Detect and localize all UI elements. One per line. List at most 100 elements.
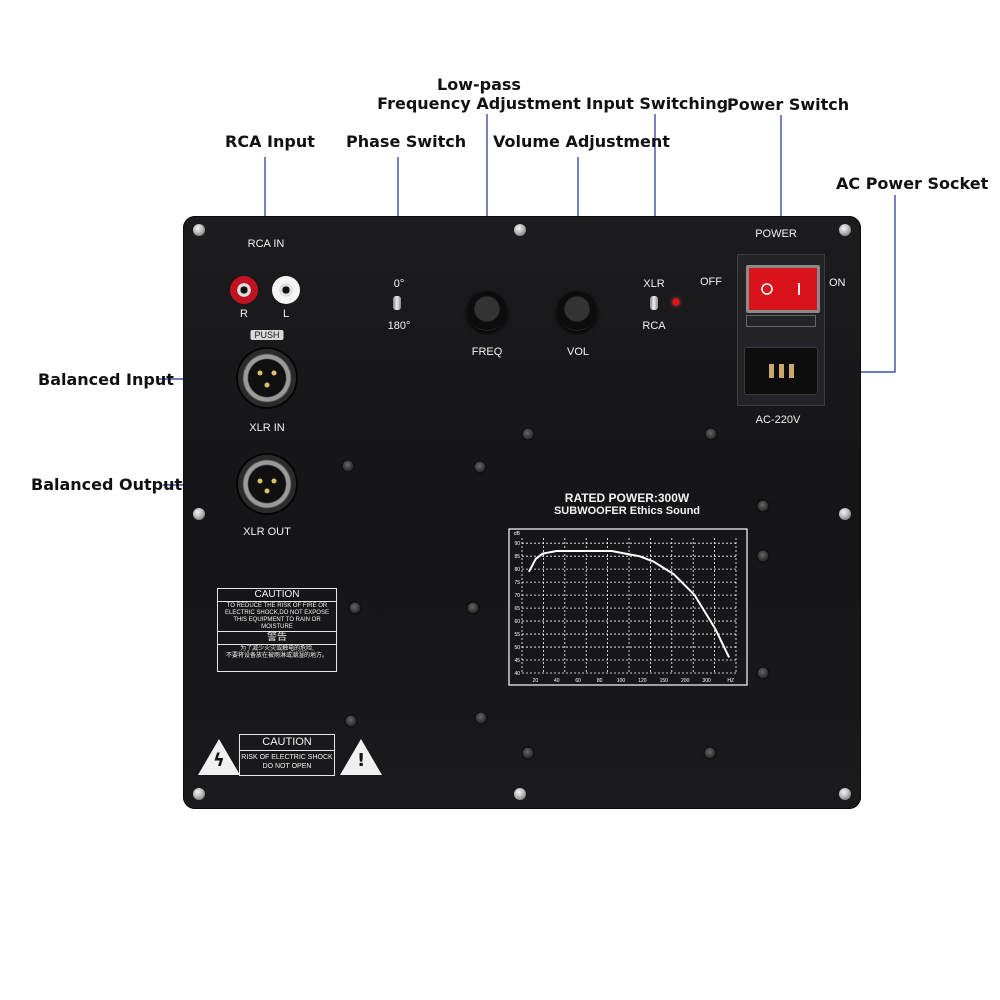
rocker-symbols: [761, 283, 800, 295]
xlr-output-jack[interactable]: [238, 455, 296, 513]
caution-main-line4: MOISTURE: [261, 624, 293, 630]
callout-balanced-output: Balanced Output: [31, 475, 183, 494]
caution-label-main: CAUTION TO REDUCE THE RISK OF FIRE OR EL…: [217, 588, 337, 672]
screw: [193, 788, 205, 800]
rca-l-label: L: [282, 308, 290, 320]
vol-label: VOL: [566, 346, 590, 358]
callout-ac-power-socket: AC Power Socket: [836, 174, 989, 193]
power-rocker-switch[interactable]: [746, 265, 820, 313]
y-tick-label: 55: [514, 632, 520, 638]
caution-shock-title: CAUTION: [240, 735, 334, 751]
caution-main-line2: ELECTRIC SHOCK,DO NOT EXPOSE: [225, 610, 329, 616]
mount-bolt: [466, 601, 480, 615]
screw: [514, 224, 526, 236]
phase-0-label: 0°: [393, 278, 405, 290]
fuse-holder[interactable]: [746, 315, 816, 327]
mount-bolt: [473, 460, 487, 474]
warning-cn-text: 为了减少火灾或触电的危险, 不要将设备放在被雨淋或潮湿的地方。: [218, 644, 336, 660]
y-tick-label: 40: [514, 671, 520, 677]
callout-phase-switch: Phase Switch: [346, 132, 467, 151]
xlr-out-label: XLR OUT: [243, 526, 291, 538]
x-tick-label: 40: [554, 678, 560, 684]
ac-power-socket[interactable]: [744, 347, 818, 395]
x-tick-label: 60: [575, 678, 581, 684]
x-tick-label: 120: [638, 678, 647, 684]
caution-main-title: CAUTION: [218, 589, 336, 602]
rca-jack-right[interactable]: [230, 276, 258, 304]
push-tab[interactable]: PUSH: [250, 330, 284, 340]
volume-knob[interactable]: [557, 291, 597, 331]
y-tick-label: 80: [514, 567, 520, 573]
x-tick-label: 80: [597, 678, 603, 684]
caution-main-text: TO REDUCE THE RISK OF FIRE OR ELECTRIC S…: [218, 602, 336, 631]
y-tick-label: 85: [514, 554, 520, 560]
xlr-pin: [257, 370, 263, 376]
mount-bolt: [344, 714, 358, 728]
warning-cn-line2: 不要将设备放在被雨淋或潮湿的地方。: [225, 653, 328, 659]
mount-bolt: [474, 711, 488, 725]
phase-toggle-switch[interactable]: [393, 296, 401, 310]
callout-lowpass-line1: Low-pass: [437, 75, 521, 94]
mount-bolt: [704, 427, 718, 441]
xlr-pin: [271, 370, 277, 376]
off-label: OFF: [700, 276, 722, 288]
callout-lowpass-line2: Frequency Adjustment: [377, 94, 581, 113]
caution-main-line3: THIS EQUIPMENT TO RAIN OR: [233, 617, 321, 623]
screw: [839, 508, 851, 520]
mount-bolt: [756, 666, 770, 680]
callout-balanced-input: Balanced Input: [38, 370, 174, 389]
mount-bolt: [756, 549, 770, 563]
mount-bolt: [521, 427, 535, 441]
x-tick-label: 150: [660, 678, 669, 684]
callout-input-switching: Input Switching: [586, 94, 729, 113]
callout-lowpass: Low-pass Frequency Adjustment: [377, 75, 581, 113]
power-module: [737, 254, 825, 406]
y-tick-label: 65: [514, 606, 520, 612]
warning-cn-line1: 为了减少火灾或触电的危险,: [240, 646, 314, 652]
xlr-pin: [257, 478, 263, 484]
mount-bolt: [703, 746, 717, 760]
freq-knob[interactable]: [467, 291, 507, 331]
callout-volume-adjustment: Volume Adjustment: [493, 132, 670, 151]
screw: [193, 224, 205, 236]
rca-r-label: R: [240, 308, 248, 320]
x-tick-label: 300: [702, 678, 711, 684]
callout-rca-input: RCA Input: [225, 132, 315, 151]
rca-jack-left[interactable]: [272, 276, 300, 304]
screw: [839, 788, 851, 800]
rca-in-label: RCA IN: [247, 238, 285, 250]
on-label: ON: [829, 277, 846, 289]
ac-220v-label: AC-220V: [755, 414, 801, 426]
screw: [839, 224, 851, 236]
phase-180-label: 180°: [387, 320, 411, 332]
mount-bolt: [521, 746, 535, 760]
freq-label: FREQ: [471, 346, 503, 358]
rca-select-label: RCA: [642, 320, 666, 332]
xlr-pin: [264, 488, 270, 494]
y-tick-label: 70: [514, 593, 520, 599]
rated-power-text: RATED POWER:300W: [564, 491, 690, 505]
x-unit-label: HZ: [727, 678, 734, 684]
y-tick-label: 75: [514, 580, 520, 586]
screw: [193, 508, 205, 520]
subwoofer-brand-text: SUBWOOFER Ethics Sound: [553, 505, 701, 517]
y-tick-label: 60: [514, 619, 520, 625]
warning-cn-title: 警告: [218, 631, 336, 644]
mount-bolt: [341, 459, 355, 473]
y-tick-label: 50: [514, 645, 520, 651]
socket-pins: [769, 364, 794, 378]
electric-shock-warning-icon: ϟ: [198, 739, 240, 775]
response-curve: [528, 550, 731, 658]
y-tick-label: 45: [514, 658, 520, 664]
callout-power-switch: Power Switch: [727, 95, 850, 114]
xlr-input-jack[interactable]: [238, 349, 296, 407]
y-unit-label: dB: [514, 531, 521, 537]
mount-bolt: [348, 601, 362, 615]
x-tick-label: 200: [681, 678, 690, 684]
mount-bolt: [756, 499, 770, 513]
screw: [514, 788, 526, 800]
input-select-toggle[interactable]: [650, 296, 658, 310]
x-tick-label: 20: [533, 678, 539, 684]
power-label: POWER: [755, 228, 797, 240]
